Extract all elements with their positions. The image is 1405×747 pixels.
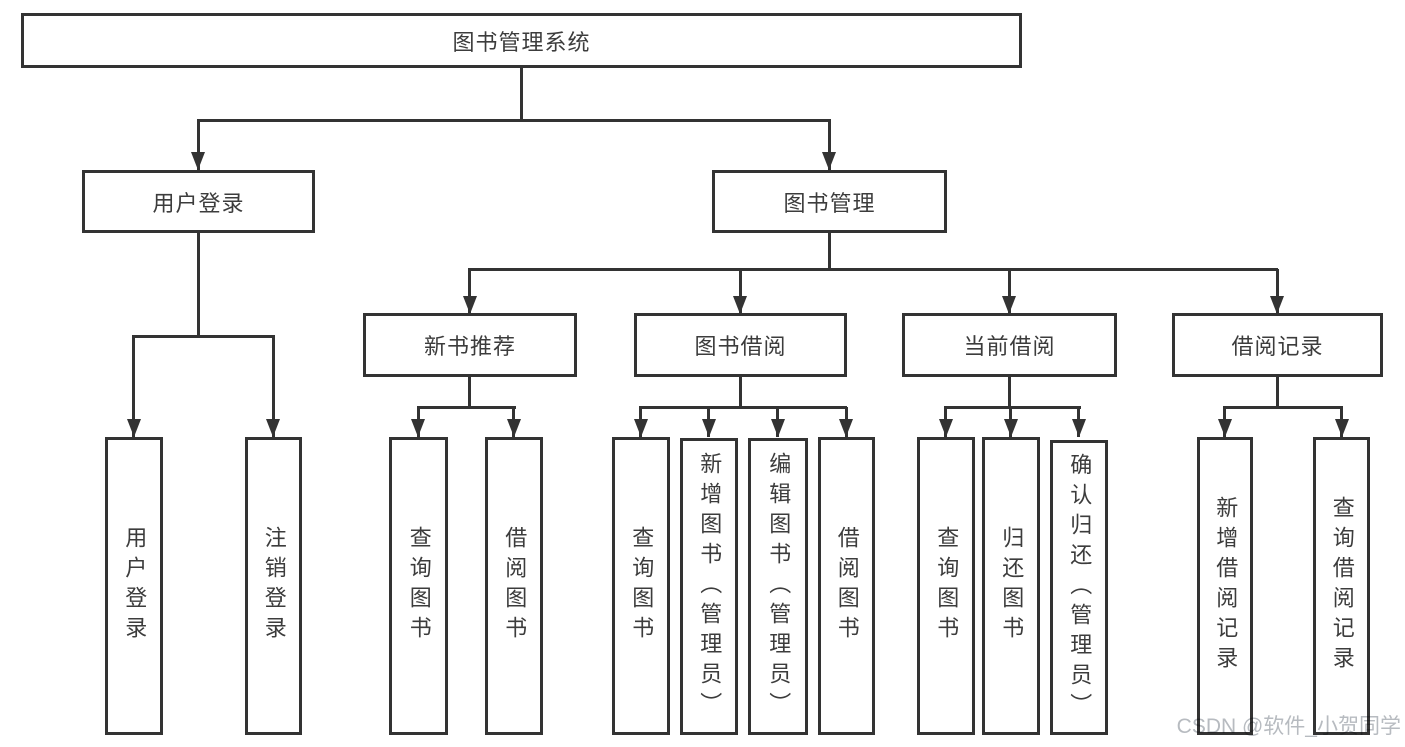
arrowhead-borrowrecord-c2 bbox=[1335, 419, 1349, 437]
leaf-return-book-label: 归还图书 bbox=[999, 526, 1025, 646]
node-root-label: 图书管理系统 bbox=[452, 29, 591, 55]
leaf-confirm-return-admin-label: 确认归还（管理员） bbox=[1067, 452, 1093, 723]
arrowhead-currentborrow-c1 bbox=[939, 419, 953, 437]
node-book-borrow-label: 图书借阅 bbox=[694, 334, 787, 359]
arrowhead-bookborrow-c1 bbox=[634, 419, 648, 437]
leaf-borrow-book-label: 借阅图书 bbox=[834, 526, 860, 646]
connector-borrowrecord-drop bbox=[1276, 269, 1279, 314]
arrowhead-book-mgmt bbox=[822, 152, 836, 170]
node-borrow-record: 借阅记录 bbox=[1172, 313, 1383, 377]
connector-leaf-userlogin-drop bbox=[132, 336, 135, 437]
leaf-edit-book-admin-label: 编辑图书（管理员） bbox=[766, 451, 792, 722]
leaf-add-book-admin: 新增图书（管理员） bbox=[680, 438, 738, 735]
arrowhead-currentborrow-c3 bbox=[1072, 419, 1086, 437]
arrowhead-borrowrecord bbox=[1270, 296, 1284, 314]
connector-newbook-stem bbox=[468, 377, 471, 409]
leaf-add-borrow-record-label: 新增借阅记录 bbox=[1213, 496, 1239, 676]
connector-level3-bar bbox=[468, 268, 1278, 271]
arrowhead-currentborrow bbox=[1002, 296, 1016, 314]
leaf-return-book: 归还图书 bbox=[982, 437, 1040, 735]
connector-level2-bar bbox=[197, 119, 831, 122]
arrowhead-borrowrecord-c1 bbox=[1218, 419, 1232, 437]
connector-currentborrow-bar bbox=[944, 406, 1081, 409]
connector-leaf-logout-drop bbox=[272, 336, 275, 437]
leaf-logout-login: 注销登录 bbox=[245, 437, 302, 735]
leaf-user-login-label: 用户登录 bbox=[122, 526, 148, 646]
connector-bookborrow-bar bbox=[639, 406, 847, 409]
arrowhead-newbook-c1 bbox=[411, 419, 425, 437]
arrowhead-user-login bbox=[191, 152, 205, 170]
leaf-borrow-book: 借阅图书 bbox=[818, 437, 875, 735]
node-book-borrow: 图书借阅 bbox=[634, 313, 847, 377]
leaf-query-book-recommend: 查询图书 bbox=[389, 437, 448, 735]
connector-book-mgmt-drop bbox=[828, 120, 831, 170]
node-root: 图书管理系统 bbox=[21, 13, 1022, 68]
leaf-query-borrow-record: 查询借阅记录 bbox=[1313, 437, 1370, 735]
connector-user-login-bar bbox=[132, 335, 275, 338]
leaf-borrow-book-recommend-label: 借阅图书 bbox=[502, 526, 528, 646]
node-new-book-recommend: 新书推荐 bbox=[363, 313, 577, 377]
arrowhead-leaf-userlogin bbox=[127, 419, 141, 437]
node-current-borrow: 当前借阅 bbox=[902, 313, 1117, 377]
connector-user-login-drop bbox=[197, 120, 200, 170]
leaf-add-borrow-record: 新增借阅记录 bbox=[1197, 437, 1253, 735]
connector-bookborrow-drop bbox=[739, 269, 742, 314]
leaf-query-book-current-label: 查询图书 bbox=[934, 526, 960, 646]
csdn-watermark: CSDN @软件_小贺同学 bbox=[1176, 715, 1401, 738]
leaf-edit-book-admin: 编辑图书（管理员） bbox=[748, 438, 808, 735]
connector-bookborrow-stem bbox=[739, 377, 742, 409]
leaf-confirm-return-admin: 确认归还（管理员） bbox=[1050, 440, 1108, 735]
arrowhead-newbook bbox=[463, 296, 477, 314]
node-book-management-label: 图书管理 bbox=[783, 190, 876, 216]
connector-newbook-drop bbox=[468, 269, 471, 314]
connector-root-stem bbox=[520, 68, 523, 122]
arrowhead-bookborrow bbox=[733, 296, 747, 314]
arrowhead-currentborrow-c2 bbox=[1004, 419, 1018, 437]
connector-borrowrecord-stem bbox=[1276, 376, 1279, 409]
node-user-login: 用户登录 bbox=[82, 170, 315, 233]
connector-currentborrow-stem bbox=[1008, 376, 1011, 409]
node-user-login-label: 用户登录 bbox=[152, 190, 245, 216]
node-book-management: 图书管理 bbox=[712, 170, 947, 233]
arrowhead-leaf-logout bbox=[266, 419, 280, 437]
node-new-book-recommend-label: 新书推荐 bbox=[423, 334, 516, 359]
leaf-query-book-current: 查询图书 bbox=[917, 437, 975, 735]
leaf-query-book-borrow: 查询图书 bbox=[612, 437, 670, 735]
connector-user-login-stem bbox=[197, 233, 200, 338]
leaf-query-borrow-record-label: 查询借阅记录 bbox=[1329, 496, 1355, 676]
arrowhead-newbook-c2 bbox=[507, 419, 521, 437]
arrowhead-bookborrow-c4 bbox=[839, 419, 853, 437]
arrowhead-bookborrow-c3 bbox=[771, 419, 785, 437]
connector-book-mgmt-stem bbox=[828, 233, 831, 271]
connector-currentborrow-drop bbox=[1008, 269, 1011, 314]
leaf-user-login: 用户登录 bbox=[105, 437, 163, 735]
node-borrow-record-label: 借阅记录 bbox=[1231, 334, 1324, 359]
leaf-add-book-admin-label: 新增图书（管理员） bbox=[697, 451, 723, 722]
connector-borrowrecord-bar bbox=[1223, 406, 1343, 409]
leaf-borrow-book-recommend: 借阅图书 bbox=[485, 437, 543, 735]
leaf-query-book-recommend-label: 查询图书 bbox=[406, 526, 432, 646]
node-current-borrow-label: 当前借阅 bbox=[963, 334, 1056, 359]
arrowhead-bookborrow-c2 bbox=[702, 419, 716, 437]
connector-newbook-bar bbox=[417, 406, 516, 409]
leaf-query-book-borrow-label: 查询图书 bbox=[629, 526, 655, 646]
leaf-logout-login-label: 注销登录 bbox=[261, 526, 287, 646]
